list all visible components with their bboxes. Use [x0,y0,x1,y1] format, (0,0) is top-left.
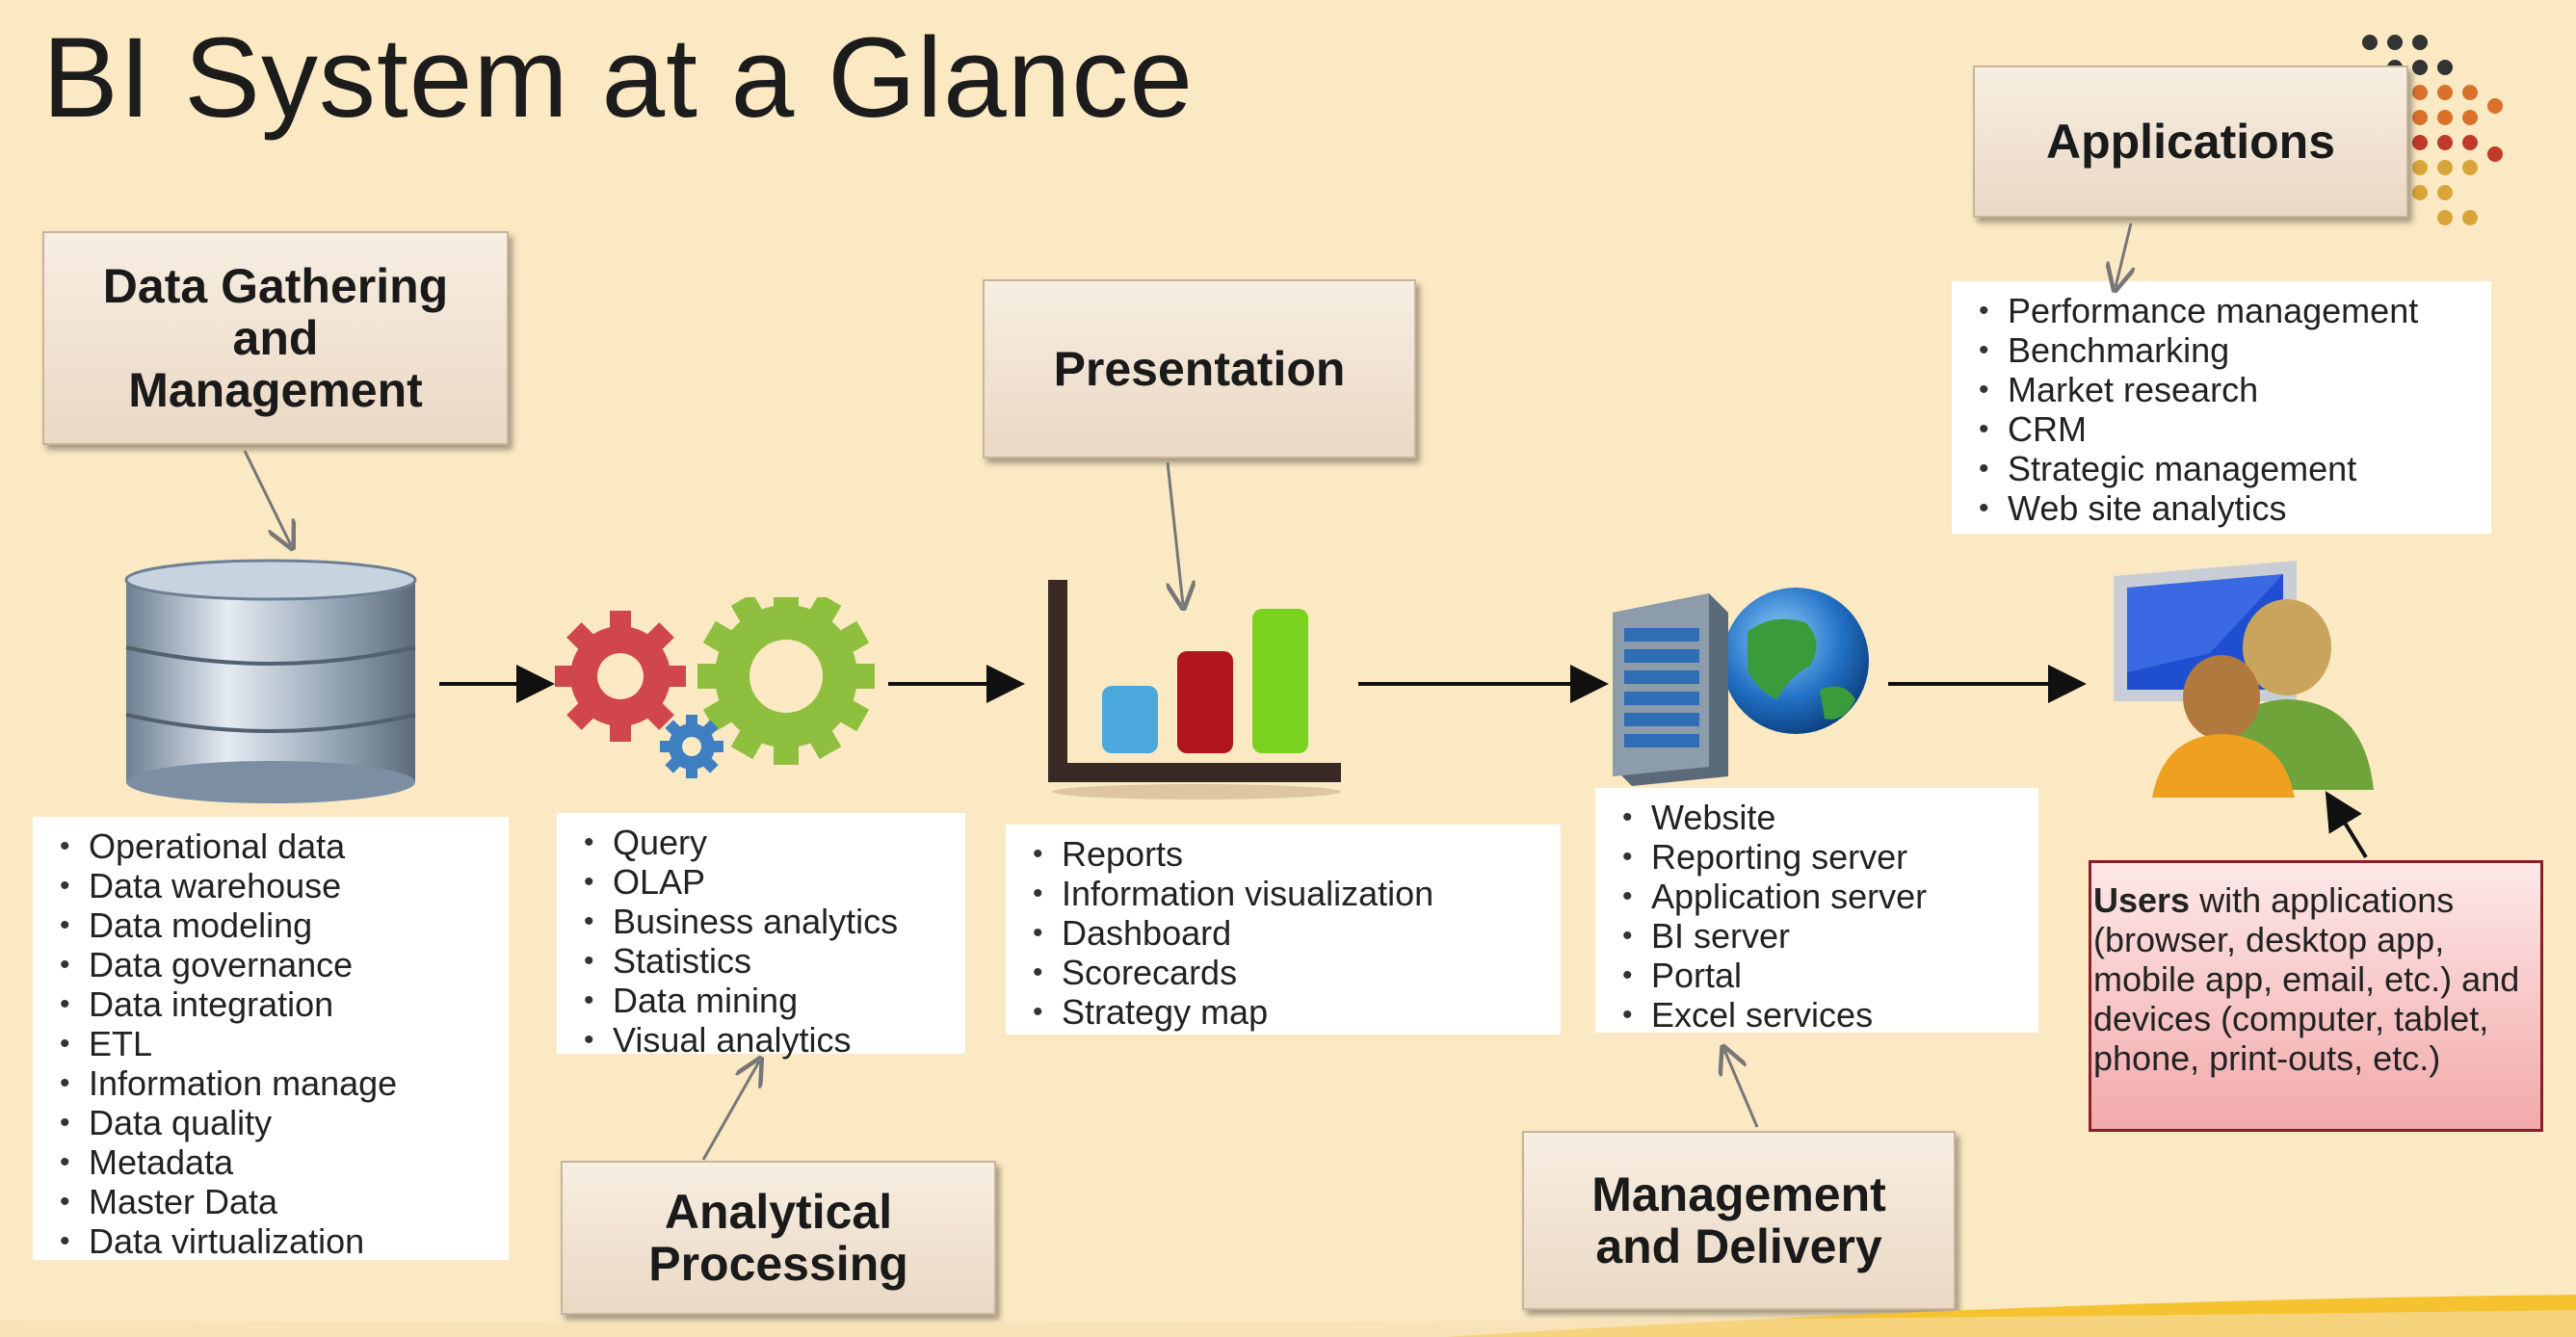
analytical-list: Query OLAP Business analytics Statistics… [557,813,965,1060]
list-item: Strategic management [1975,449,2478,488]
server-globe-icon [1613,588,1869,786]
list-item: Dashboard [1029,913,1547,953]
list-item: ETL [56,1024,495,1063]
pointer-arrow [2325,791,2368,859]
list-item: Web site analytics [1975,488,2478,528]
list-item: Portal [1618,956,2025,995]
list-item: Query [580,823,952,862]
list-item: Application server [1618,877,2025,916]
list-item: Data warehouse [56,866,495,905]
list-item: Strategy map [1029,992,1547,1032]
gears-icon [555,597,875,778]
list-item: Data quality [56,1103,495,1142]
list-item: CRM [1975,409,2478,449]
pointer-arrow [243,450,291,545]
list-item: Benchmarking [1975,330,2478,370]
list-item: Reports [1029,834,1547,874]
list-item: BI server [1618,916,2025,956]
list-item: Market research [1975,370,2478,409]
list-item: Data integration [56,984,495,1024]
list-item: Master Data [56,1182,495,1221]
users-text: with applications (browser, desktop app,… [2093,880,2520,1078]
list-item: Statistics [580,941,952,981]
pointer-arrow [701,1062,759,1161]
list-item: Information visualization [1029,874,1547,913]
presentation-list: Reports Information visualization Dashbo… [1006,825,1561,1035]
list-item: Performance management [1975,291,2478,330]
users-bold: Users [2093,880,2191,920]
analytical-processing-label: Analytical Processing [561,1161,996,1315]
presentation-label: Presentation [983,279,1416,459]
bottom-decor [0,1295,2576,1337]
list-item: Scorecards [1029,953,1547,992]
applications-list: Performance management Benchmarking Mark… [1952,281,2491,534]
list-item: Data mining [580,981,952,1020]
list-item: Visual analytics [580,1020,952,1060]
list-item: Excel services [1618,995,2025,1035]
management-delivery-label: Management and Delivery [1522,1131,1956,1310]
list-item: Metadata [56,1142,495,1182]
users-description: Users with applications (browser, deskto… [2089,860,2543,1132]
list-item: Operational data [56,826,495,866]
pointer-arrow [2116,223,2131,287]
database-icon [124,559,417,803]
list-item: Data modeling [56,905,495,945]
applications-label: Applications [1973,66,2408,218]
data-gathering-label: Data Gathering and Management [42,231,509,445]
data-gathering-list: Operational data Data warehouse Data mod… [33,817,509,1261]
pointer-arrow [1168,461,1183,605]
computer-users-icon [2114,561,2374,798]
list-item: Website [1618,798,2025,837]
delivery-list: Website Reporting server Application ser… [1595,788,2038,1035]
list-item: Information manage [56,1063,495,1103]
list-item: Reporting server [1618,837,2025,877]
bar-chart-icon [1048,580,1341,800]
dot-grid-logo-icon [2362,35,2503,225]
list-item: Business analytics [580,902,952,941]
page-title: BI System at a Glance [42,14,1194,142]
pointer-arrow [1724,1050,1759,1128]
list-item: Data virtualization [56,1221,495,1261]
list-item: OLAP [580,862,952,902]
list-item: Data governance [56,945,495,984]
